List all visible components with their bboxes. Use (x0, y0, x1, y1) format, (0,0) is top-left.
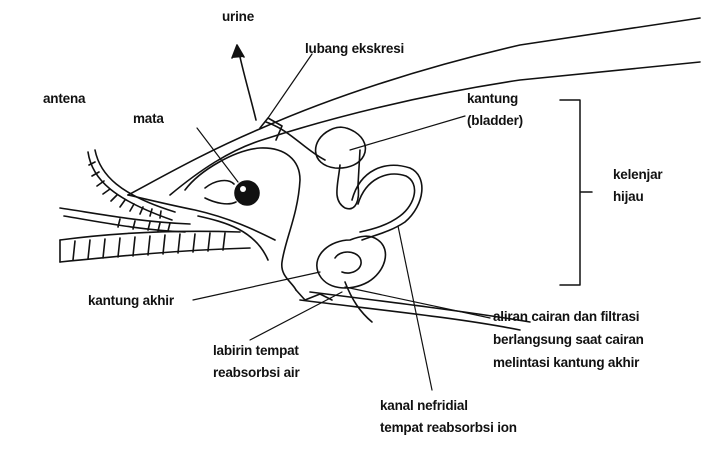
leader-labirin (250, 292, 342, 340)
urine-arrow (232, 45, 256, 120)
label-mata: mata (133, 108, 164, 130)
leader-kanal (398, 226, 432, 390)
label-lubang-ekskresi: lubang ekskresi (305, 38, 404, 60)
leader-kantung (350, 116, 465, 150)
bladder-drawing (316, 127, 366, 209)
leader-aliran (345, 287, 490, 318)
nephridial-canal-drawing (352, 165, 422, 240)
label-labirin: labirin tempat reabsorbsi air (213, 340, 300, 384)
label-kantung-akhir: kantung akhir (88, 290, 174, 312)
eye-drawing (205, 181, 259, 205)
label-kantung-bladder: kantung (bladder) (467, 88, 523, 132)
leader-lubang-ekskresi (268, 54, 312, 118)
label-antena: antena (43, 88, 85, 110)
label-kanal-nefridial: kanal nefridial tempat reabsorbsi ion (380, 395, 517, 439)
label-kelenjar-hijau: kelenjar hijau (613, 164, 662, 208)
head-chamber (185, 118, 325, 290)
kelenjar-bracket (560, 100, 592, 285)
antenna-drawing (60, 150, 190, 232)
label-urine: urine (222, 6, 254, 28)
label-aliran-cairan: aliran cairan dan filtrasi berlangsung s… (493, 305, 644, 374)
